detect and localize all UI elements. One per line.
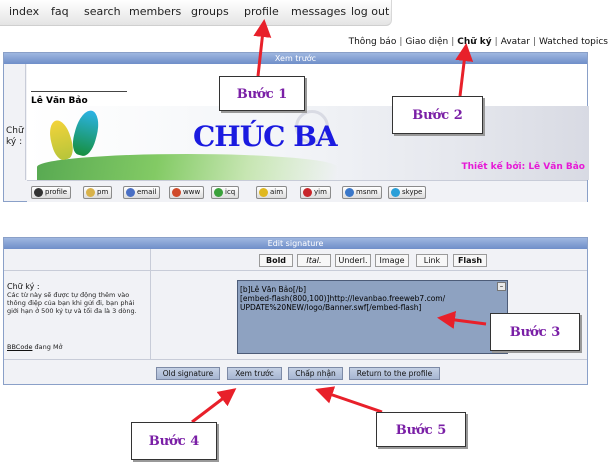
mail-icon (126, 188, 135, 197)
action-buttons-row: Old signature Xem trước Chấp nhận Return… (4, 359, 587, 385)
tab-avatar[interactable]: Avatar (500, 37, 530, 47)
edit-panel-title: Edit signature (4, 238, 587, 249)
scrollbar-up-arrow-icon[interactable]: – (497, 282, 506, 291)
nav-search[interactable]: search (84, 5, 121, 18)
image-button[interactable]: Image (375, 254, 409, 267)
envelope-icon (86, 188, 95, 197)
tab-chu-ky[interactable]: Chữ ký (457, 37, 492, 47)
arrow-step-2 (455, 43, 474, 97)
aim-button[interactable]: aim (256, 186, 288, 199)
tab-separator: | (451, 37, 455, 47)
tab-separator: | (532, 37, 536, 47)
contact-buttons-row: profile pm email www icq aim yim msnm sk… (27, 180, 587, 202)
nav-messages[interactable]: messages (291, 5, 347, 18)
callout-step-5: Bước 5 (376, 412, 466, 447)
edit-help-column: Chữ ký : Các từ này sẽ được tự động thêm… (4, 271, 151, 359)
tab-watched-topics[interactable]: Watched topics (538, 37, 608, 47)
house-icon (172, 188, 181, 197)
bbcode-link[interactable]: BBCode (7, 343, 33, 351)
nav-profile[interactable]: profile (244, 5, 279, 18)
signature-textarea[interactable]: [b]Lê Văn Bảo[/b] [embed-flash(800,100)]… (237, 280, 508, 354)
banner-sun-graphic (295, 110, 329, 144)
profile-button[interactable]: profile (31, 186, 72, 199)
submit-button[interactable]: Chấp nhận (288, 367, 343, 380)
people-icon (345, 188, 354, 197)
format-toolbar: Bold Ital. Underl. Image Link Flash (4, 249, 587, 271)
nav-index[interactable]: index (9, 5, 40, 18)
banner-grass (37, 154, 337, 180)
signature-help-text: Các từ này sẽ được tự động thêm vào thôn… (7, 291, 137, 315)
preview-panel-title: Xem trước (4, 53, 587, 64)
skype-icon (391, 188, 400, 197)
icq-button[interactable]: icq (211, 186, 240, 199)
tab-separator: | (399, 37, 403, 47)
nav-faq[interactable]: faq (51, 5, 69, 18)
bbcode-status: BBCode đang Mở (7, 343, 63, 351)
profile-tabs: Thông báo|Giao diện|Chữ ký|Avatar|Watche… (349, 37, 608, 47)
bbcode-status-text: đang Mở (32, 343, 63, 351)
callout-step-2: Bước 2 (392, 96, 483, 134)
callout-step-3: Bước 3 (490, 313, 580, 351)
underline-button[interactable]: Underl. (335, 254, 371, 267)
signature-textarea-text: [b]Lê Văn Bảo[/b] [embed-flash(800,100)]… (240, 285, 446, 312)
y-icon (303, 188, 312, 197)
preview-label-column: Chữ ký : (4, 64, 26, 180)
arrow-step-4 (191, 388, 237, 424)
nav-members[interactable]: members (129, 5, 182, 18)
banner-credit-text: Thiết kế bởi: Lê Văn Bảo (461, 162, 585, 172)
pm-button[interactable]: pm (83, 186, 113, 199)
arrow-step-1 (253, 19, 272, 77)
signature-user-name: Lê Văn Bảo (31, 96, 88, 106)
user-icon (34, 188, 43, 197)
tab-giao-dien[interactable]: Giao diện (405, 37, 449, 47)
yim-button[interactable]: yim (300, 186, 331, 199)
flower-icon (214, 188, 223, 197)
toolbar-spacer (4, 249, 151, 271)
nav-groups[interactable]: groups (191, 5, 229, 18)
bold-button[interactable]: Bold (259, 254, 293, 267)
running-man-icon (259, 188, 268, 197)
callout-step-1: Bước 1 (219, 76, 305, 111)
top-navigation: index faq search members groups profile … (0, 0, 392, 26)
www-button[interactable]: www (169, 186, 205, 199)
edit-signature-panel: Edit signature Bold Ital. Underl. Image … (3, 237, 588, 385)
signature-preview-area: Lê Văn Bảo CHÚC BA Thiết kế bởi: Lê Văn … (27, 64, 589, 180)
tab-separator: | (494, 37, 498, 47)
edit-signature-label: Chữ ký : (7, 282, 40, 291)
arrow-step-3 (437, 311, 487, 329)
skype-button[interactable]: skype (388, 186, 427, 199)
tab-thong-bao[interactable]: Thông báo (348, 37, 397, 47)
link-button[interactable]: Link (416, 254, 448, 267)
preview-signature-label: Chữ ký : (6, 126, 24, 147)
email-button[interactable]: email (123, 186, 161, 199)
old-signature-button[interactable]: Old signature (156, 367, 220, 380)
msnm-button[interactable]: msnm (342, 186, 382, 199)
signature-banner-image: CHÚC BA Thiết kế bởi: Lê Văn Bảo (27, 106, 589, 180)
edit-body: Chữ ký : Các từ này sẽ được tự động thêm… (4, 271, 587, 359)
signature-preview-panel: Xem trước Chữ ký : Lê Văn Bảo CHÚC BA Th… (3, 52, 589, 202)
nav-log-out[interactable]: log out (351, 5, 390, 18)
arrow-step-5 (315, 386, 383, 414)
return-to-profile-button[interactable]: Return to the profile (349, 367, 440, 380)
italic-button[interactable]: Ital. (297, 254, 331, 267)
banner-title-text: CHÚC BA (193, 120, 338, 153)
flash-button[interactable]: Flash (453, 254, 487, 267)
preview-button[interactable]: Xem trước (227, 367, 282, 380)
signature-divider (31, 91, 127, 92)
callout-step-4: Bước 4 (131, 422, 217, 460)
